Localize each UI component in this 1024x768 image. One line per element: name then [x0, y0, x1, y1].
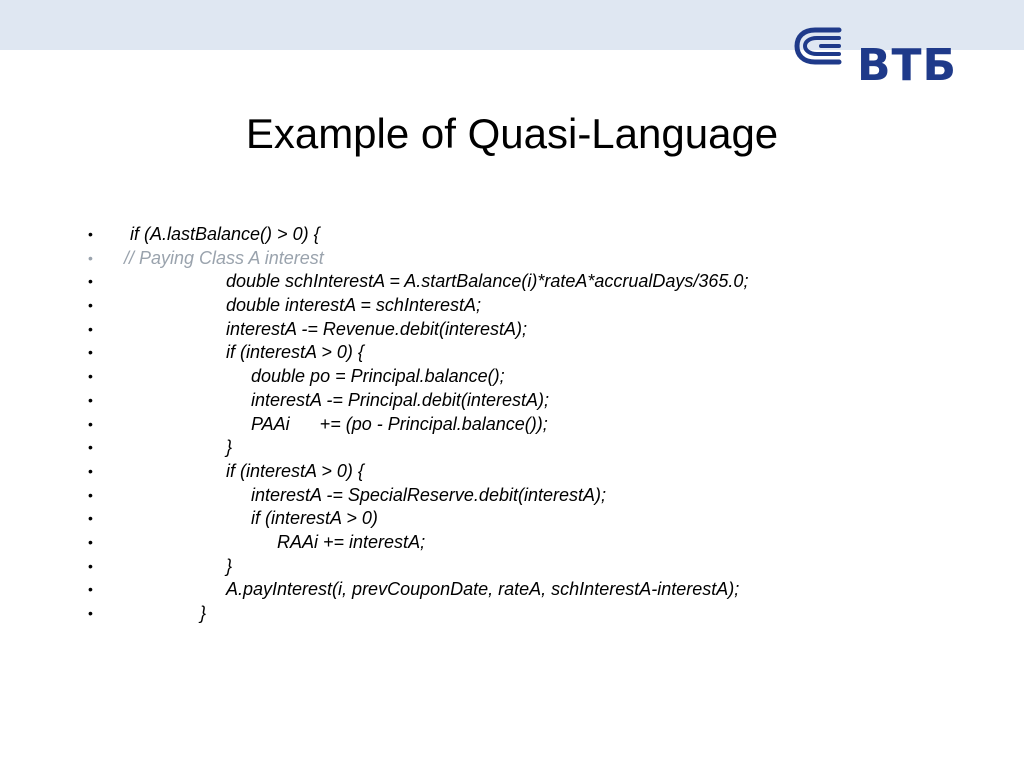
bullet: • — [88, 391, 93, 408]
code-list: • if (A.lastBalance() > 0) { • // Paying… — [0, 223, 1024, 626]
code-text: double interestA = schInterestA; — [226, 295, 481, 316]
code-line: • if (interestA > 0) { — [0, 460, 1024, 484]
code-text: } — [226, 437, 233, 458]
code-text: PAAi += (po - Principal.balance()); — [251, 413, 548, 434]
bullet: • — [88, 605, 93, 621]
bullet: • — [88, 533, 93, 550]
code-line: • interestA -= Revenue.debit(interestA); — [0, 318, 1024, 342]
bullet: • — [88, 439, 93, 456]
bullet: • — [88, 368, 93, 385]
code-line: • } — [0, 602, 1024, 626]
vtb-logo: ВТБ — [793, 24, 968, 96]
code-text: RAAi += interestA; — [277, 531, 426, 552]
bullet: • — [88, 320, 93, 337]
code-text: A.payInterest(i, prevCouponDate, rateA, … — [226, 579, 740, 600]
bullet: • — [88, 557, 93, 574]
code-text: if (interestA > 0) { — [226, 342, 364, 363]
bullet: • — [88, 510, 93, 527]
code-text: double schInterestA = A.startBalance(i)*… — [226, 271, 749, 292]
vtb-logo-text: ВТБ — [857, 40, 958, 91]
code-line: • double po = Principal.balance(); — [0, 365, 1024, 389]
bullet: • — [88, 249, 93, 266]
code-line: • if (interestA > 0) — [0, 507, 1024, 531]
code-line: • PAAi += (po - Principal.balance()); — [0, 413, 1024, 437]
code-text: if (A.lastBalance() > 0) { — [130, 224, 320, 244]
code-text: double po = Principal.balance(); — [251, 366, 505, 387]
bullet: • — [88, 415, 93, 432]
code-line: • A.payInterest(i, prevCouponDate, rateA… — [0, 578, 1024, 602]
code-text: interestA -= SpecialReserve.debit(intere… — [251, 484, 606, 505]
bullet: • — [88, 273, 93, 290]
code-comment: // Paying Class A interest — [124, 247, 324, 268]
code-text: if (interestA > 0) — [251, 508, 378, 529]
header-band — [0, 0, 1024, 50]
code-line: • RAAi += interestA; — [0, 531, 1024, 555]
code-text: interestA -= Revenue.debit(interestA); — [226, 318, 527, 339]
code-line-comment: • // Paying Class A interest — [0, 247, 1024, 271]
code-line: • if (interestA > 0) { — [0, 341, 1024, 365]
bullet: • — [88, 344, 93, 361]
code-text: if (interestA > 0) { — [226, 460, 364, 481]
code-line: • interestA -= Principal.debit(interestA… — [0, 389, 1024, 413]
code-text: } — [226, 555, 233, 576]
bullet: • — [88, 226, 93, 242]
bullet: • — [88, 297, 93, 314]
vtb-logo-icon — [794, 27, 842, 65]
bullet: • — [88, 486, 93, 503]
code-line: • double interestA = schInterestA; — [0, 294, 1024, 318]
code-line: • } — [0, 555, 1024, 579]
code-line: • double schInterestA = A.startBalance(i… — [0, 270, 1024, 294]
code-line: • } — [0, 436, 1024, 460]
code-text: } — [200, 603, 207, 623]
bullet: • — [88, 462, 93, 479]
code-line: • interestA -= SpecialReserve.debit(inte… — [0, 484, 1024, 508]
code-text: interestA -= Principal.debit(interestA); — [251, 389, 549, 410]
page-title: Example of Quasi-Language — [245, 110, 779, 157]
code-line: • if (A.lastBalance() > 0) { — [0, 223, 1024, 247]
bullet: • — [88, 581, 93, 598]
